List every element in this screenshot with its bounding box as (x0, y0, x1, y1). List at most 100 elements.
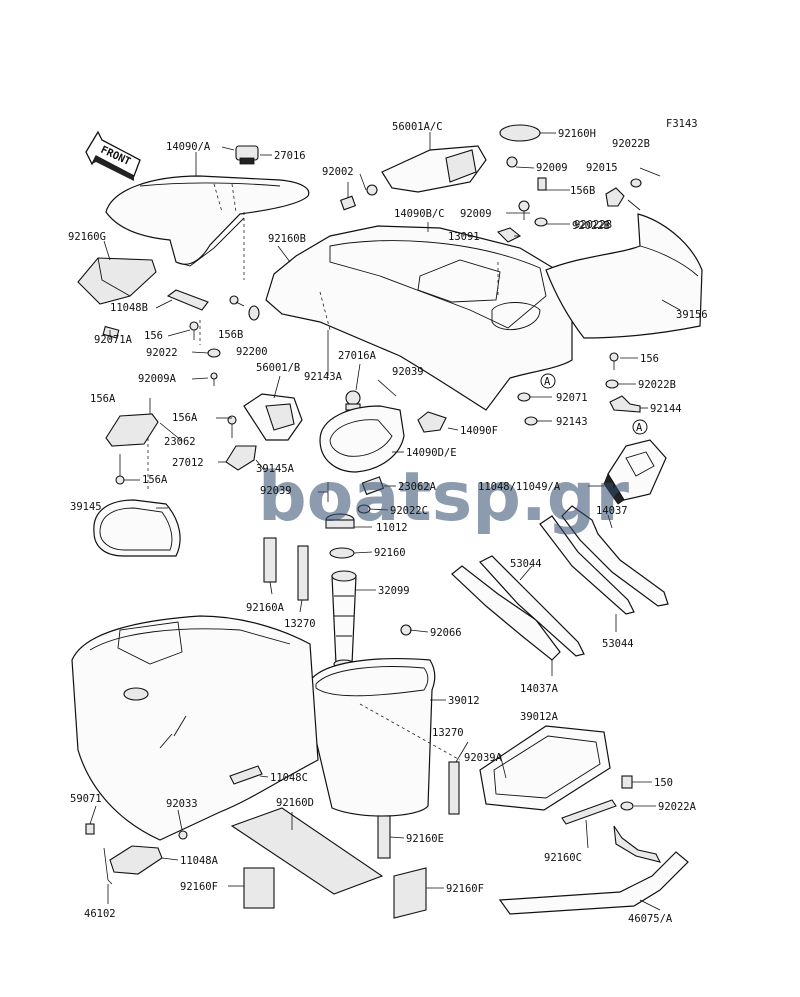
part-label: 39145 (70, 501, 102, 513)
part-label: 156B (570, 185, 595, 197)
plug-part (400, 624, 412, 636)
part-label: 13091 (448, 231, 480, 243)
part-label: 53044 (602, 638, 634, 650)
clip-part (225, 415, 257, 471)
part-label: 53044 (510, 558, 542, 570)
knob-2-part (345, 390, 361, 411)
part-label: 27016A (338, 350, 377, 362)
pad-oval-part (499, 124, 541, 142)
part-label: 92039 (260, 485, 292, 497)
part-label: 156 (144, 330, 163, 342)
part-label: 92033 (166, 798, 198, 810)
part-label: 92160G (68, 231, 106, 243)
seat-cover-part (105, 175, 310, 267)
bracket-strip-part (297, 545, 309, 601)
part-label: 92071A (94, 334, 133, 346)
part-label: 27016 (274, 150, 306, 162)
part-label: 156B (218, 329, 243, 341)
part-label: 92160A (246, 602, 285, 614)
part-label: 92022B (638, 379, 676, 391)
cover-panel-part (545, 213, 703, 339)
fasteners-right-low (620, 775, 634, 811)
part-label: 92022B (574, 219, 612, 231)
marker-a-2: A (636, 422, 643, 434)
part-label: 56001/B (256, 362, 300, 374)
storage-tub-part (307, 658, 461, 817)
part-label: 14037A (520, 683, 559, 695)
bracket-c-part (229, 765, 263, 785)
watermark-logo: boatsp.gr boat spare parts (258, 458, 629, 539)
part-label: 92200 (236, 346, 268, 358)
sheet-f-left-part (243, 867, 275, 909)
part-label: 11048B (110, 302, 148, 314)
part-label: 92160F (446, 883, 484, 895)
part-label: 39145A (256, 463, 295, 475)
watermark-main: boatsp.gr (258, 458, 629, 537)
watermark-sub: boat spare parts (266, 526, 369, 539)
part-label: 11048C (270, 772, 308, 784)
strip-e-part (377, 815, 391, 859)
bracket-a-part (109, 845, 163, 875)
marker-a-1: A (544, 376, 551, 388)
part-label: 39156 (676, 309, 708, 321)
leader-lines (89, 132, 681, 911)
fasteners-right-mid (517, 352, 641, 426)
nut-part (178, 830, 188, 840)
part-label: 13270 (432, 727, 464, 739)
pad-part (77, 257, 157, 305)
hatch-cover-part (265, 225, 573, 411)
part-label: 46102 (84, 908, 116, 920)
bracket-left-part (105, 398, 159, 485)
part-label: 11048/11049/A (478, 481, 561, 493)
gasket-ring-part (93, 499, 181, 557)
part-label: 156 (640, 353, 659, 365)
part-label: 150 (654, 777, 673, 789)
part-label: 56001A/C (392, 121, 443, 133)
part-label: 92160 (374, 547, 406, 559)
strip-c-part (561, 799, 617, 825)
bracket-strip-2-part (448, 761, 460, 815)
part-label: 92160D (276, 797, 314, 809)
part-label: 92015 (586, 162, 618, 174)
part-label: 92143A (304, 371, 343, 383)
part-label: 92160E (406, 833, 444, 845)
strip-part (263, 537, 277, 583)
cap-part (325, 513, 355, 529)
lens-part (243, 393, 303, 441)
rail-part (498, 825, 689, 915)
part-label: 92066 (430, 627, 462, 639)
part-label: 14090/A (166, 141, 211, 153)
knob-part (235, 145, 259, 165)
marker-a-circles: A A (540, 373, 648, 435)
part-label: 11048A (180, 855, 219, 867)
clip-small-part (85, 823, 95, 835)
sheet-large-part (230, 807, 384, 895)
front-arrow-icon: FRONT (85, 130, 141, 181)
part-label: 92071 (556, 392, 588, 404)
part-label: 92160C (544, 852, 582, 864)
part-label: 92022B (572, 220, 610, 232)
part-label: 92022 (146, 347, 178, 359)
hose-part (331, 570, 357, 669)
part-label: 14090F (460, 425, 498, 437)
sheet-f-right-part (393, 867, 427, 919)
part-label: 92009 (536, 162, 568, 174)
part-label: 23062A (398, 481, 437, 493)
part-label: 92009 (460, 208, 492, 220)
part-label: 14090D/E (406, 447, 457, 459)
part-label: 92039 (392, 366, 424, 378)
figure-code: F3143 (666, 118, 698, 130)
part-label: 23062 (164, 436, 196, 448)
part-label: 156A (172, 412, 198, 424)
part-label: 92009A (138, 373, 177, 385)
tray-lid-part (319, 379, 405, 473)
small-fasteners-left (102, 295, 260, 386)
part-label: 156A (142, 474, 168, 486)
part-label: 59071 (70, 793, 102, 805)
part-label: 92143 (556, 416, 588, 428)
part-label: 92022B (612, 138, 650, 150)
part-label: 39012A (520, 711, 559, 723)
part-label: 32099 (378, 585, 410, 597)
gasket-small-part (329, 547, 355, 559)
